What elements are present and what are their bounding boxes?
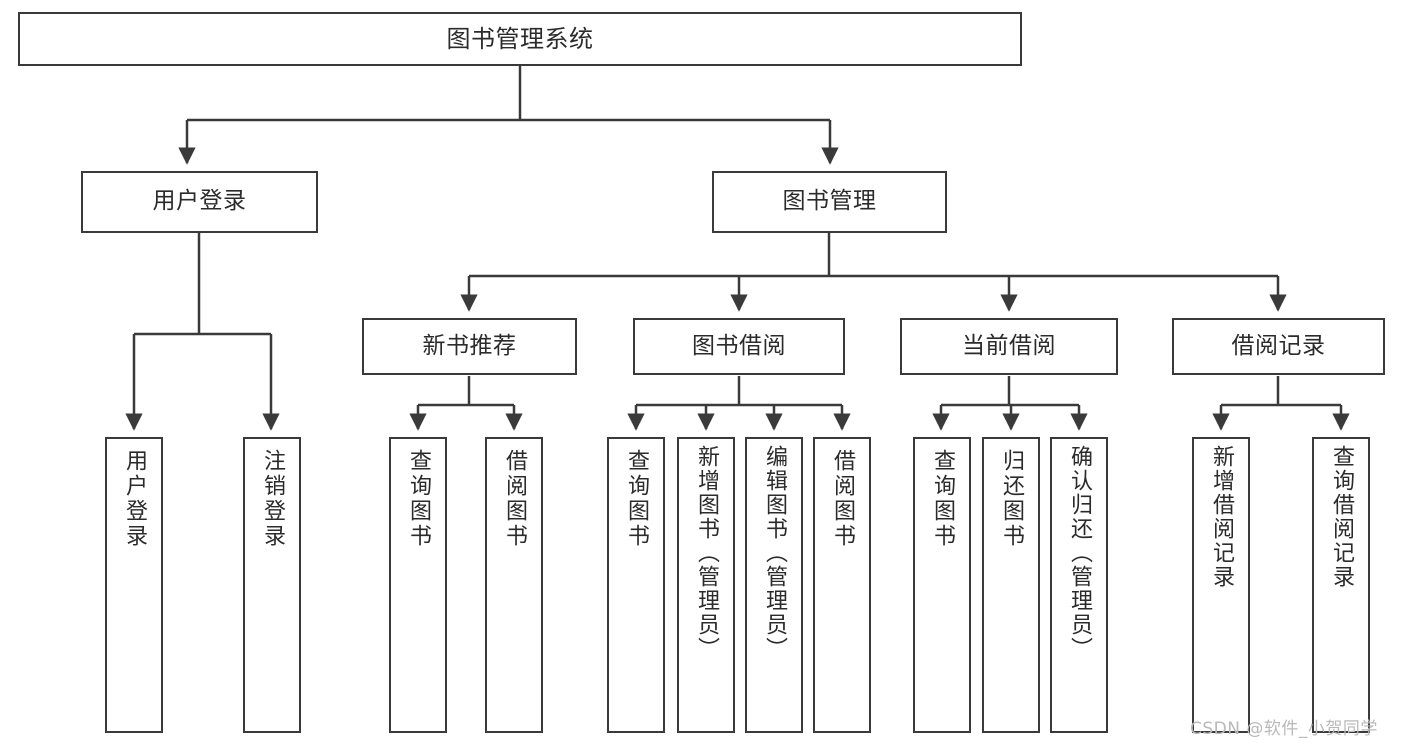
node-label: 图书借阅 xyxy=(692,332,786,359)
leaf-current-query-book[interactable]: 查询图书 xyxy=(913,437,971,733)
leaf-current-return-book[interactable]: 归还图书 xyxy=(982,437,1040,733)
node-label: 图书管理系统 xyxy=(446,24,594,53)
node-label: 用户登录 xyxy=(152,188,247,215)
node-current-borrow[interactable]: 当前借阅 xyxy=(900,318,1118,375)
node-label: 新增图书（管理员） xyxy=(694,445,719,661)
node-label: 借阅记录 xyxy=(1231,332,1326,359)
node-book-management[interactable]: 图书管理 xyxy=(712,171,947,233)
node-label: 查询图书 xyxy=(930,449,955,549)
node-label: 借阅图书 xyxy=(830,449,855,549)
node-label: 归还图书 xyxy=(999,449,1024,549)
node-label: 查询图书 xyxy=(624,449,649,549)
node-label: 注销登录 xyxy=(260,449,285,549)
leaf-newbooks-query-book[interactable]: 查询图书 xyxy=(389,437,447,733)
node-label: 确认归还（管理员） xyxy=(1067,445,1092,661)
node-user-login[interactable]: 用户登录 xyxy=(81,171,318,233)
leaf-current-confirm-return-admin[interactable]: 确认归还（管理员） xyxy=(1050,437,1108,733)
leaf-borrow-borrow-book[interactable]: 借阅图书 xyxy=(813,437,871,733)
node-label: 图书管理 xyxy=(782,188,877,215)
node-borrow-records[interactable]: 借阅记录 xyxy=(1172,318,1385,375)
node-label: 查询借阅记录 xyxy=(1329,445,1354,589)
leaf-records-add-record[interactable]: 新增借阅记录 xyxy=(1192,437,1250,733)
leaf-borrow-query-book[interactable]: 查询图书 xyxy=(607,437,665,733)
node-label: 当前借阅 xyxy=(962,332,1056,359)
csdn-watermark: CSDN @软件_小贺同学 xyxy=(1190,719,1378,739)
node-new-book-recommend[interactable]: 新书推荐 xyxy=(362,318,577,375)
leaf-logout-login[interactable]: 注销登录 xyxy=(243,437,301,733)
leaf-user-login[interactable]: 用户登录 xyxy=(105,437,163,733)
node-root-system[interactable]: 图书管理系统 xyxy=(18,12,1022,66)
node-label: 借阅图书 xyxy=(502,449,527,549)
leaf-records-query-record[interactable]: 查询借阅记录 xyxy=(1312,437,1370,733)
node-label: 编辑图书（管理员） xyxy=(762,445,787,661)
node-label: 查询图书 xyxy=(406,449,431,549)
node-label: 新书推荐 xyxy=(422,332,517,359)
leaf-borrow-edit-book-admin[interactable]: 编辑图书（管理员） xyxy=(745,437,803,733)
leaf-borrow-add-book-admin[interactable]: 新增图书（管理员） xyxy=(677,437,735,733)
node-book-borrow[interactable]: 图书借阅 xyxy=(633,318,845,375)
leaf-newbooks-borrow-book[interactable]: 借阅图书 xyxy=(485,437,543,733)
node-label: 用户登录 xyxy=(122,449,147,549)
node-label: 新增借阅记录 xyxy=(1209,445,1234,589)
